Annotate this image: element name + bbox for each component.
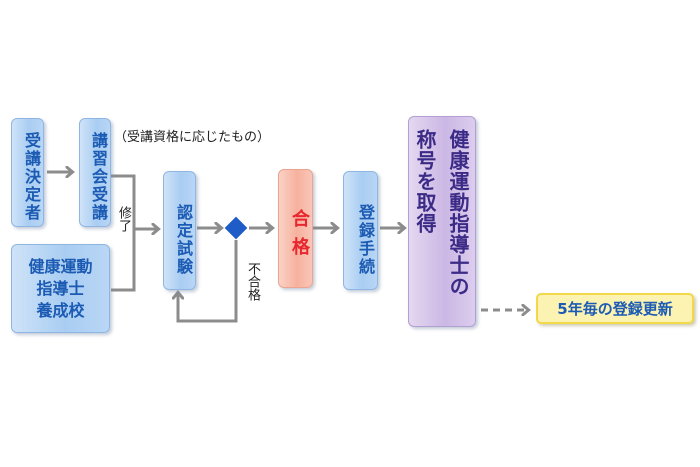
title-col-2: 称号を取得	[413, 129, 437, 234]
box-nintei-shiken: 認定試験	[163, 171, 196, 290]
box-jukou-kettei-text: 受講決定者	[22, 131, 41, 222]
box-nintei-shiken-text: 認定試験	[174, 203, 193, 276]
box-renew: 5年毎の登録更新	[536, 293, 694, 324]
box-jukou-kettei: 受講決定者	[11, 118, 44, 227]
box-goukaku: 合格	[278, 169, 313, 288]
fail-loop-line	[178, 240, 238, 323]
box-youseikou: 健康運動 指導士 養成校	[11, 244, 110, 333]
line-from-youseikou	[111, 230, 136, 292]
box-koushuukai: 講習会受講	[79, 118, 111, 227]
decision-diamond	[224, 216, 248, 240]
line-from-koushuukai	[111, 174, 136, 230]
box-touroku-text: 登録手続	[356, 203, 375, 276]
youseikou-line-2: 指導士	[36, 278, 85, 298]
box-goukaku-text: 合格	[289, 208, 310, 265]
box-renew-text: 5年毎の登録更新	[557, 300, 673, 318]
youseikou-line-1: 健康運動	[28, 256, 93, 276]
box-touroku: 登録手続	[343, 171, 378, 290]
shuuryou-label: 修了	[116, 206, 131, 232]
youseikou-line-3: 養成校	[36, 300, 85, 320]
fugoukaku-label: 不合格	[245, 262, 260, 301]
box-title-acquire: 健康運動指導士の 称号を取得	[408, 116, 476, 327]
note-label: （受講資格に応じたもの）	[114, 130, 271, 145]
title-col-1: 健康運動指導士の	[446, 129, 470, 297]
box-koushuukai-text: 講習会受講	[89, 131, 108, 222]
